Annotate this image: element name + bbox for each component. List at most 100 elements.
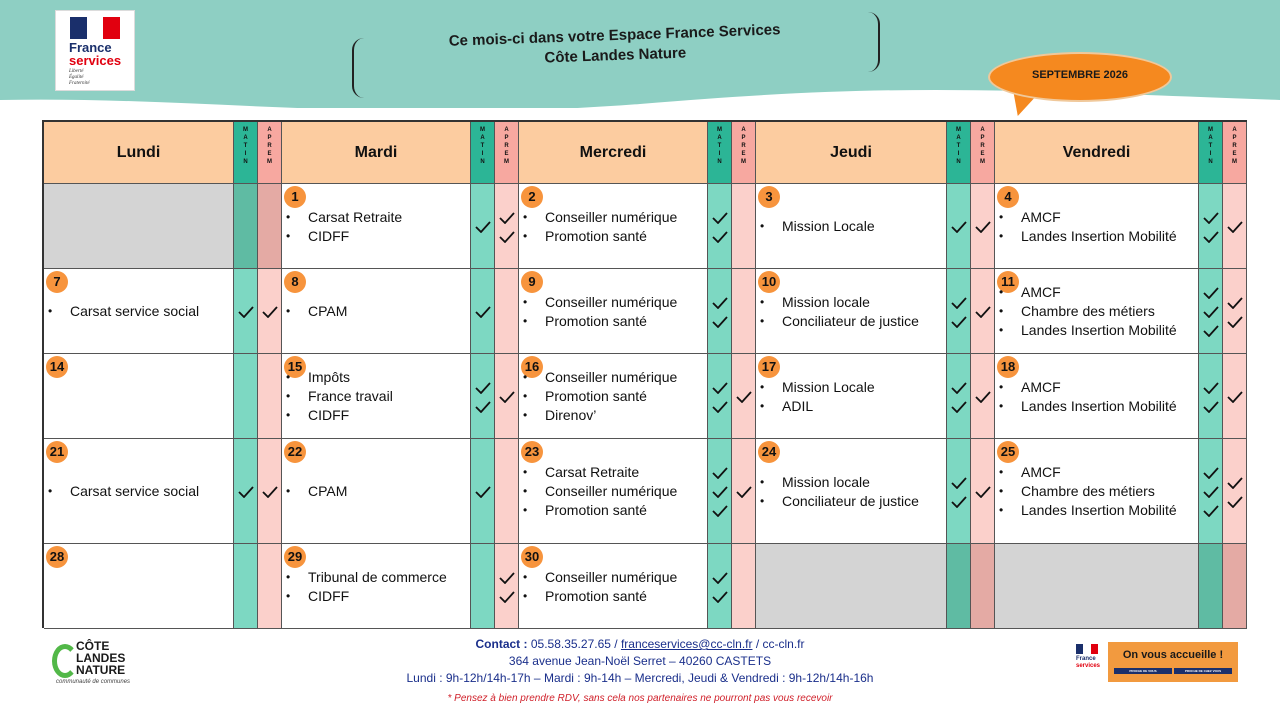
check-icon (1203, 212, 1219, 224)
partner-item: CIDFF (286, 227, 402, 246)
matin-cell (471, 544, 495, 629)
date-badge: 1 (284, 186, 306, 208)
cote-landes-nature-logo: CÔTE LANDES NATURE communauté de commune… (52, 638, 142, 688)
aprem-cell (258, 354, 282, 439)
check-icon (1203, 287, 1219, 299)
partner-item: Promotion santé (523, 312, 677, 331)
partner-item: Conseiller numérique (523, 208, 677, 227)
partner-item: Promotion santé (523, 501, 677, 520)
partner-item: Mission Locale (760, 378, 875, 397)
phone: 05.58.35.27.65 (530, 637, 611, 651)
partner-item: Chambre des métiers (999, 302, 1177, 321)
date-badge: 3 (758, 186, 780, 208)
header-band (0, 0, 1280, 108)
aprem-cell (971, 544, 995, 629)
check-icon (1203, 467, 1219, 479)
matin-cell (234, 439, 258, 544)
aprem-cell (732, 354, 756, 439)
day-cell: 9Conseiller numériquePromotion santé (519, 269, 708, 354)
partner-item: Mission Locale (760, 217, 875, 236)
email-link[interactable]: franceservices@cc-cln.fr (620, 637, 753, 651)
aprem-cell (732, 269, 756, 354)
check-icon (712, 467, 728, 479)
date-badge: 14 (46, 356, 68, 378)
check-icon (475, 401, 491, 413)
matin-cell (708, 544, 732, 629)
partner-list: ImpôtsFrance travailCIDFF (286, 368, 393, 425)
partner-item: Conseiller numérique (523, 482, 677, 501)
matin-cell (471, 439, 495, 544)
day-header-vendredi: Vendredi (995, 122, 1199, 184)
partner-list: Carsat RetraiteConseiller numériquePromo… (523, 463, 677, 520)
check-icon (951, 221, 967, 233)
matin-cell (708, 184, 732, 269)
matin-cell (471, 269, 495, 354)
cln-line3: NATURE (76, 663, 126, 677)
matin-cell (947, 544, 971, 629)
calendar-grid: LundiMATINAPREM7Carsat service social142… (42, 120, 1247, 629)
check-icon (1203, 486, 1219, 498)
aprem-cell (495, 354, 519, 439)
matin-cell (471, 354, 495, 439)
partner-list: Conseiller numériquePromotion santé (523, 208, 677, 246)
partner-list: AMCFLandes Insertion Mobilité (999, 378, 1177, 416)
partner-item: Conseiller numérique (523, 293, 677, 312)
check-icon (1227, 391, 1243, 403)
partner-item: Direnov’ (523, 406, 677, 425)
date-badge: 17 (758, 356, 780, 378)
partner-item: Chambre des métiers (999, 482, 1177, 501)
day-cell: 10Mission localeConciliateur de justice (756, 269, 947, 354)
partner-item: Conseiller numérique (523, 568, 677, 587)
logo-line2: services (69, 53, 122, 68)
cln-sub: communauté de communes (56, 679, 131, 685)
day-cell: 11AMCFChambre des métiersLandes Insertio… (995, 269, 1199, 354)
partner-list: Conseiller numériquePromotion santéDiren… (523, 368, 677, 425)
check-icon (262, 486, 278, 498)
check-icon (475, 221, 491, 233)
day-cell: 18AMCFLandes Insertion Mobilité (995, 354, 1199, 439)
partner-list: Carsat service social (48, 482, 199, 501)
day-cell: 1Carsat RetraiteCIDFF (282, 184, 471, 269)
matin-cell (708, 269, 732, 354)
partner-item: Mission locale (760, 473, 919, 492)
partner-item: Landes Insertion Mobilité (999, 501, 1177, 520)
sep: / (610, 637, 621, 651)
date-badge: 18 (997, 356, 1019, 378)
date-badge: 23 (521, 441, 543, 463)
day-cell: 24Mission localeConciliateur de justice (756, 439, 947, 544)
partner-item: CIDFF (286, 587, 447, 606)
footer-note: * Pensez à bien prendre RDV, sans cela n… (447, 693, 833, 704)
partner-item: France travail (286, 387, 393, 406)
partner-item: Promotion santé (523, 227, 677, 246)
day-header-jeudi: Jeudi (756, 122, 947, 184)
check-icon (1203, 325, 1219, 337)
day-cell: 29Tribunal de commerceCIDFF (282, 544, 471, 629)
partner-item: Carsat service social (48, 302, 199, 321)
date-badge: 30 (521, 546, 543, 568)
partner-list: Mission Locale (760, 217, 875, 236)
fs-small-line2: services (1076, 663, 1101, 669)
check-icon (475, 382, 491, 394)
check-icon (951, 496, 967, 508)
partner-item: Impôts (286, 368, 393, 387)
partner-item: Carsat Retraite (523, 463, 677, 482)
aprem-cell (258, 269, 282, 354)
check-icon (1203, 505, 1219, 517)
matin-cell (947, 439, 971, 544)
date-badge: 21 (46, 441, 68, 463)
day-cell: 15ImpôtsFrance travailCIDFF (282, 354, 471, 439)
address: 364 avenue Jean-Noël Serret – 40260 CAST… (508, 654, 772, 668)
check-icon (475, 306, 491, 318)
cln-c-icon (52, 644, 78, 678)
matin-cell (947, 269, 971, 354)
partner-item: Landes Insertion Mobilité (999, 321, 1177, 340)
